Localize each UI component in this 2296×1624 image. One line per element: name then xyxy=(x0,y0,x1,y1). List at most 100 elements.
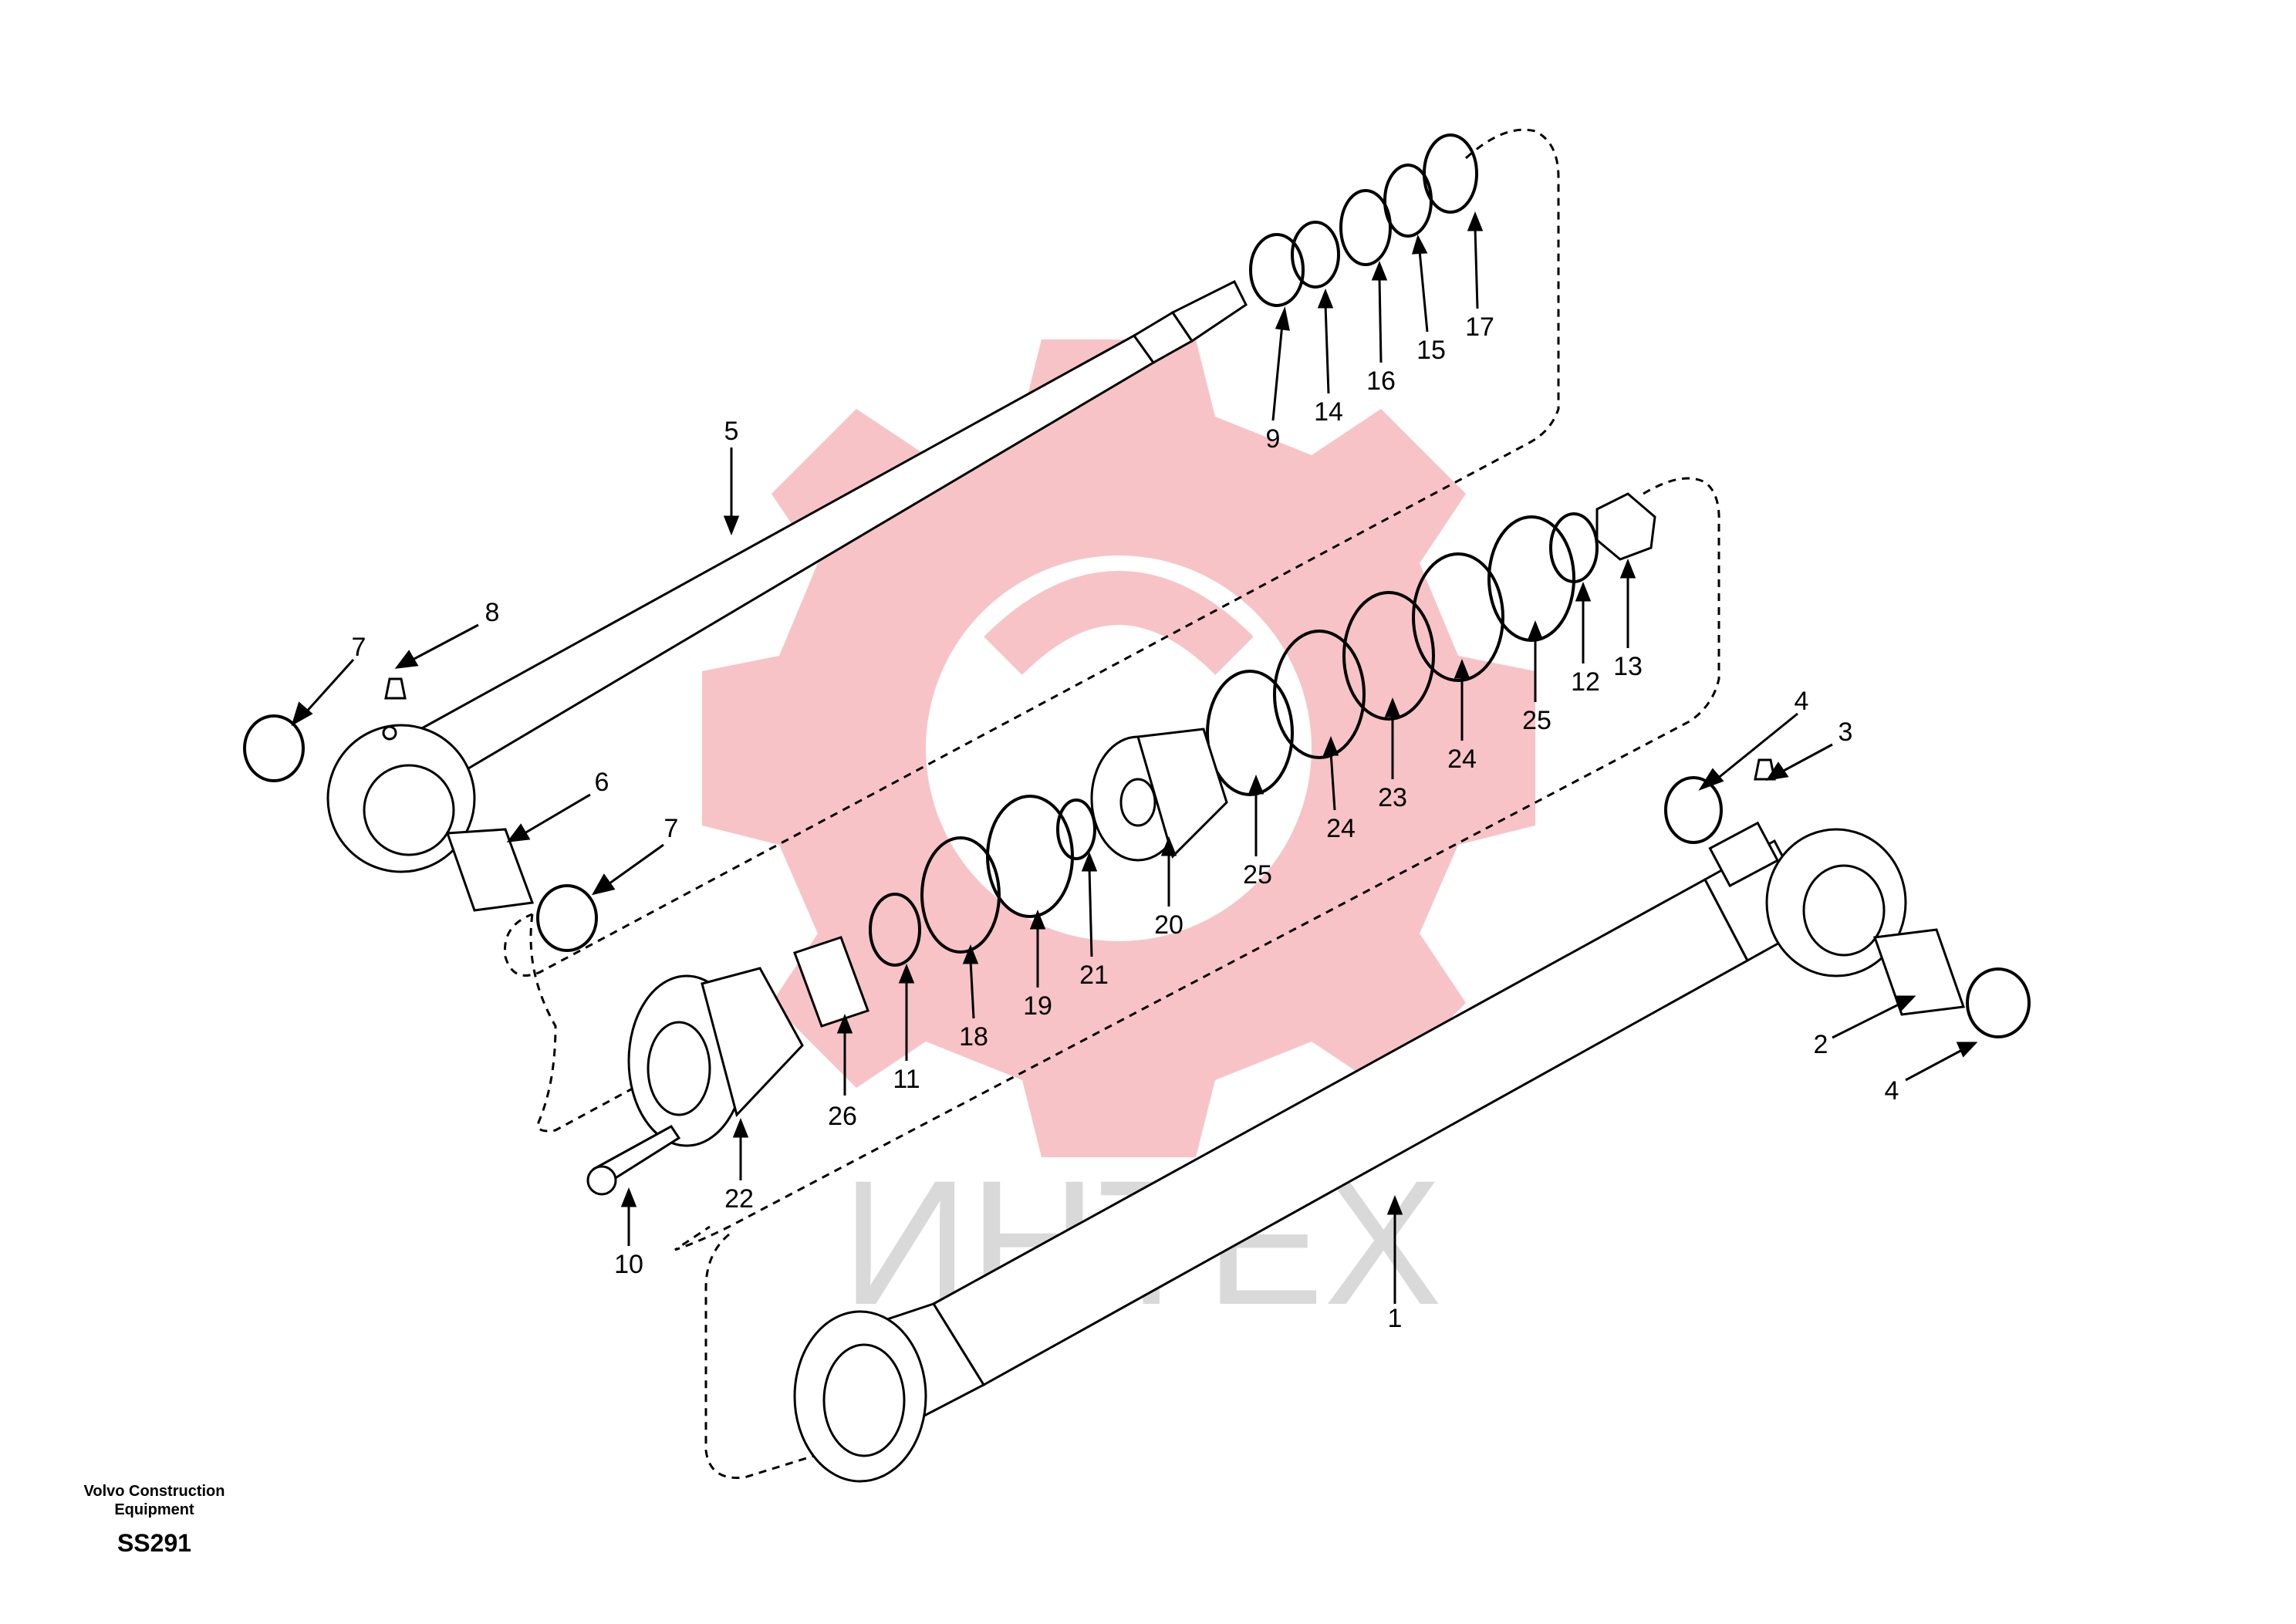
cylinder-tube-assembly xyxy=(793,821,1907,1483)
arrow-18 xyxy=(962,944,979,964)
ring-7-upper xyxy=(243,714,305,782)
arrow-25-lower xyxy=(1248,774,1264,795)
arrow-12 xyxy=(1575,581,1592,602)
piston-rod-assembly xyxy=(326,279,1248,873)
arrow-3 xyxy=(1765,761,1789,782)
leader-3 xyxy=(1781,743,1833,773)
rod-thread xyxy=(1170,279,1248,343)
arrow-17 xyxy=(1467,211,1484,231)
sheet-code: SS291 xyxy=(116,1529,192,1557)
callout-23: 23 xyxy=(1378,783,1407,812)
arrow-10 xyxy=(620,1187,637,1207)
callout-15: 15 xyxy=(1416,336,1446,365)
arrow-8 xyxy=(394,650,419,669)
callout-16: 16 xyxy=(1366,366,1396,396)
leader-7-lower xyxy=(609,843,664,885)
leader-4-upper xyxy=(1716,712,1798,781)
leader-8 xyxy=(412,623,479,661)
leader-18 xyxy=(969,960,975,1019)
grease-fitting-8 xyxy=(384,677,407,700)
arrow-7-upper xyxy=(291,701,313,727)
ring-4-lower xyxy=(1966,967,2031,1038)
arrow-6 xyxy=(506,823,531,842)
arrow-24-lower xyxy=(1322,735,1339,756)
head-22-body xyxy=(701,967,804,1117)
callout-26: 26 xyxy=(828,1102,857,1131)
callout-17: 17 xyxy=(1465,312,1494,342)
ring-25-upper xyxy=(1487,515,1575,642)
arrow-15 xyxy=(1411,235,1428,255)
arrow-26 xyxy=(836,1013,853,1034)
arrow-2 xyxy=(1894,995,1916,1011)
callout-7-lower: 7 xyxy=(664,814,679,843)
leader-24-lower xyxy=(1329,751,1336,811)
callout-22: 22 xyxy=(724,1184,754,1214)
arrow-11 xyxy=(898,963,915,984)
callout-6: 6 xyxy=(595,768,609,797)
piston-20-hole xyxy=(1119,778,1156,827)
arrow-24-upper xyxy=(1454,658,1470,679)
arrow-16 xyxy=(1371,260,1388,281)
ring-25-lower xyxy=(1206,670,1294,796)
arrow-9 xyxy=(1275,306,1290,331)
ring-11 xyxy=(869,893,921,967)
rings-and-seals xyxy=(243,133,2031,1038)
bushing-2 xyxy=(1872,928,1966,1016)
callout-1: 1 xyxy=(1388,1304,1403,1333)
leader-15 xyxy=(1418,250,1429,333)
arrow-20 xyxy=(1160,836,1177,856)
head-22-bore xyxy=(647,1021,711,1116)
callout-25-upper: 25 xyxy=(1522,706,1551,735)
rod-grease-port xyxy=(382,725,397,741)
callout-20: 20 xyxy=(1154,910,1183,940)
ring-21 xyxy=(1056,798,1096,860)
arrow-14 xyxy=(1317,288,1334,309)
gear-swirl xyxy=(984,571,1254,676)
arrow-5 xyxy=(723,515,740,536)
dashed-outline-piston xyxy=(674,477,1720,1251)
arrow-22 xyxy=(732,1117,749,1138)
ring-23 xyxy=(1342,591,1435,721)
callout-2: 2 xyxy=(1814,1030,1828,1059)
arrow-4-lower xyxy=(1956,1042,1978,1058)
callout-10: 10 xyxy=(614,1250,643,1279)
callout-4-upper: 4 xyxy=(1795,687,1809,716)
callout-11: 11 xyxy=(893,1065,920,1094)
callout-4-lower: 4 xyxy=(1885,1076,1899,1106)
arrow-21 xyxy=(1081,851,1098,872)
ring-17 xyxy=(1423,133,1478,214)
callout-19: 19 xyxy=(1023,991,1052,1021)
bushing-26 xyxy=(793,936,869,1028)
ring-7-lower xyxy=(536,884,598,952)
callout-9: 9 xyxy=(1266,424,1281,454)
ring-14 xyxy=(1291,221,1340,289)
piston-20-body xyxy=(1136,728,1228,859)
leader-17 xyxy=(1474,227,1479,309)
leader-21 xyxy=(1088,867,1093,957)
callout-13: 13 xyxy=(1613,652,1643,681)
callout-24-upper: 24 xyxy=(1447,744,1477,774)
callout-18: 18 xyxy=(959,1022,988,1052)
arrow-7-lower xyxy=(591,873,616,896)
tube-bore xyxy=(822,1343,906,1457)
callout-24-lower: 24 xyxy=(1326,814,1356,843)
nut-13 xyxy=(1595,492,1656,561)
callout-3: 3 xyxy=(1838,717,1853,747)
dashed-outline-tube xyxy=(704,1233,857,1480)
arrow-4-upper xyxy=(1698,768,1724,791)
arrow-25-upper xyxy=(1527,620,1544,640)
leader-16 xyxy=(1378,277,1383,363)
footer-brand-line-1: Volvo Construction xyxy=(83,1483,225,1500)
bushing-6 xyxy=(445,828,535,912)
callout-21: 21 xyxy=(1079,961,1109,990)
ring-16 xyxy=(1339,189,1392,266)
ring-24-upper xyxy=(1412,552,1504,682)
ring-24-lower xyxy=(1273,630,1366,759)
callout-8: 8 xyxy=(485,598,500,627)
callout-25-lower: 25 xyxy=(1243,860,1272,890)
ring-4-upper xyxy=(1664,776,1723,844)
bolt-10-head xyxy=(586,1165,617,1196)
arrow-23 xyxy=(1384,697,1401,717)
leader-6 xyxy=(524,793,591,835)
callout-labels: 1 2 3 4 4 5 6 7 7 8 9 10 11 12 13 14 15 … xyxy=(352,312,1899,1333)
